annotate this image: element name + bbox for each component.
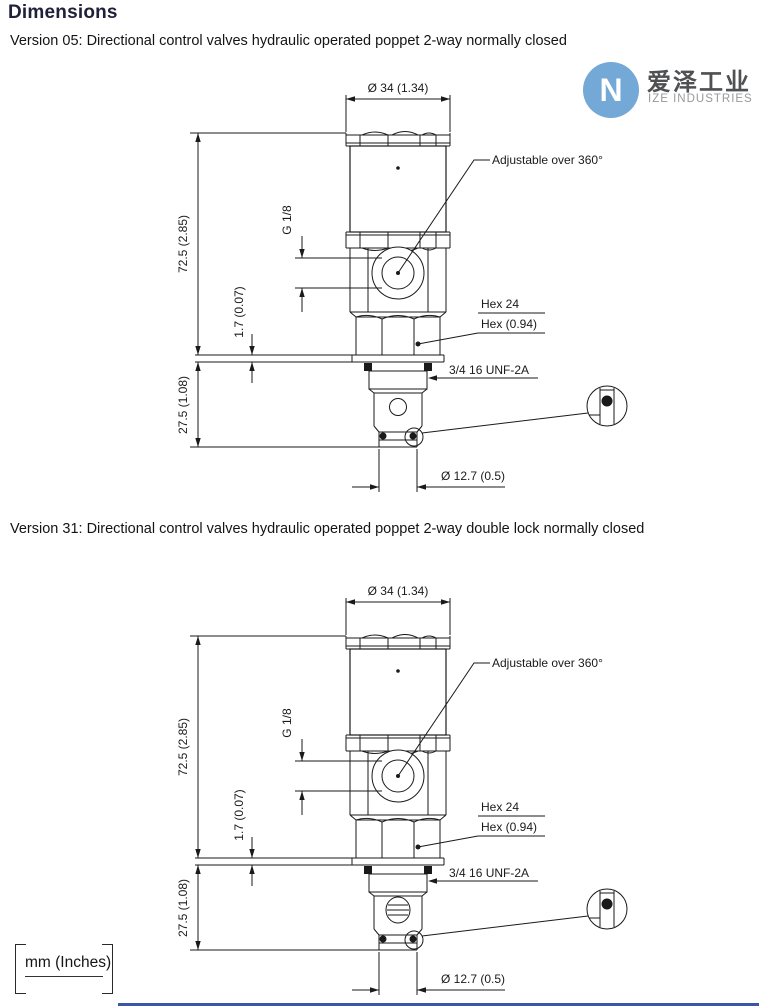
units-note: mm (Inches)	[25, 954, 111, 977]
dimension-arrow	[417, 987, 426, 993]
dimension-arrow	[441, 96, 450, 102]
dim-label-mounting_thread: 3/4 16 UNF-2A	[449, 866, 529, 880]
dim-label-nose_diameter: Ø 12.7 (0.5)	[441, 469, 505, 483]
page-title: Dimensions	[8, 2, 118, 23]
valve-drawing-version-31: Ø 34 (1.34) Ø 12.7 (0.5) 72.5 (2.85) 27.5 (…	[176, 584, 628, 995]
o-ring-left	[364, 363, 372, 371]
dimension-arrow	[195, 865, 201, 874]
dimension-arrow	[195, 438, 201, 447]
logo-chinese-name: 爱泽工业	[647, 69, 751, 96]
dim-label-hex_size_mm: Hex 24	[481, 800, 519, 814]
dim-label-overall_height: 72.5 (2.85)	[176, 718, 190, 776]
units-note-box: mm (Inches)	[15, 944, 113, 994]
body-dot	[396, 669, 400, 673]
detail-source-circle	[404, 427, 424, 447]
dimension-arrow	[249, 346, 255, 355]
o-ring-right	[424, 866, 432, 874]
dimension-arrow	[195, 362, 201, 371]
bracket-left	[15, 944, 26, 994]
dimension-arrow	[299, 752, 305, 761]
dimension-arrow	[195, 133, 201, 142]
dimension-arrow	[346, 96, 355, 102]
company-logo: N 爱泽工业 IZE INDUSTRIES	[583, 62, 759, 122]
logo-english-name: IZE INDUSTRIES	[648, 93, 753, 105]
dimension-arrow	[195, 636, 201, 645]
dim-label-adjustable: Adjustable over 360°	[492, 153, 603, 167]
dimension-arrow	[346, 599, 355, 605]
dim-label-top_diameter: Ø 34 (1.34)	[368, 584, 429, 598]
dim-label-seat_offset: 1.7 (0.07)	[232, 789, 246, 840]
dimension-arrow	[195, 941, 201, 950]
dimension-arrow	[195, 849, 201, 858]
section-heading-version-05: Version 05: Directional control valves h…	[10, 33, 567, 49]
dim-label-hex_size_in: Hex (0.94)	[481, 317, 537, 331]
dim-label-nose_diameter: Ø 12.7 (0.5)	[441, 972, 505, 986]
dim-label-mounting_thread: 3/4 16 UNF-2A	[449, 363, 529, 377]
nose-slotted-screw	[385, 896, 411, 924]
dim-label-cartridge_depth: 27.5 (1.08)	[176, 879, 190, 937]
dimension-arrow	[249, 362, 255, 371]
dimension-arrow	[249, 849, 255, 858]
o-ring-right	[424, 363, 432, 371]
nose-port-hole	[389, 398, 407, 416]
dim-label-port_thread: G 1/8	[280, 708, 294, 738]
dimension-arrow	[417, 484, 426, 490]
dim-label-seat_offset: 1.7 (0.07)	[232, 286, 246, 337]
dimension-arrow	[249, 865, 255, 874]
o-ring-left	[364, 866, 372, 874]
detail-source-circle	[404, 930, 424, 950]
bracket-right	[102, 944, 113, 994]
dimension-arrow	[441, 599, 450, 605]
dimension-arrow	[195, 346, 201, 355]
dim-label-adjustable: Adjustable over 360°	[492, 656, 603, 670]
detail-o-ring	[601, 898, 613, 910]
dim-label-hex_size_in: Hex (0.94)	[481, 820, 537, 834]
dimension-arrow	[299, 791, 305, 800]
dim-label-port_thread: G 1/8	[280, 205, 294, 235]
dimension-arrow	[299, 288, 305, 297]
ize-logo-icon: N	[583, 62, 639, 118]
dimension-arrow	[428, 375, 437, 381]
dimension-arrow	[370, 987, 379, 993]
dim-label-hex_size_mm: Hex 24	[481, 297, 519, 311]
footer-rule	[118, 1003, 759, 1006]
dim-label-cartridge_depth: 27.5 (1.08)	[176, 376, 190, 434]
dimension-arrow	[370, 484, 379, 490]
section-heading-version-31: Version 31: Directional control valves h…	[10, 521, 645, 537]
valve-drawing-version-05: Ø 34 (1.34) Ø 12.7 (0.5) 72.5 (2.85) 27.5 (…	[176, 81, 628, 492]
dim-label-top_diameter: Ø 34 (1.34)	[368, 81, 429, 95]
dim-label-overall_height: 72.5 (2.85)	[176, 215, 190, 273]
body-dot	[396, 166, 400, 170]
dimension-arrow	[428, 878, 437, 884]
dimension-arrow	[299, 249, 305, 258]
detail-o-ring	[601, 395, 613, 407]
